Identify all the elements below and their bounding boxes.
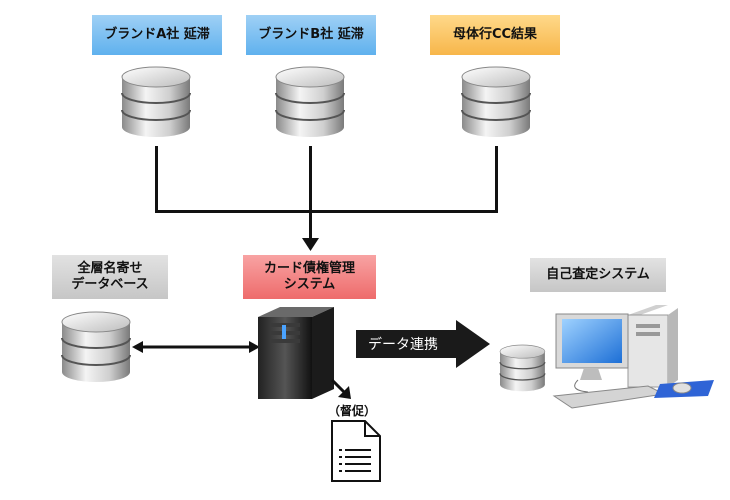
card-system-label-line1: カード債権管理 xyxy=(263,261,355,276)
database-icon-self-assess xyxy=(499,344,546,392)
name-db-label-line2: データベース xyxy=(71,277,149,292)
arrow-to-document-icon xyxy=(330,378,351,399)
connector-brand-a xyxy=(155,146,158,212)
database-icon-parent-cc xyxy=(461,66,531,138)
card-system-label: カード債権管理 システム xyxy=(243,255,376,299)
desktop-computer-icon xyxy=(552,305,714,409)
server-icon xyxy=(258,307,334,399)
brand-a-label: ブランドA社 延滞 xyxy=(92,15,222,55)
database-icon-brand-a xyxy=(121,66,191,138)
document-label: （督促） xyxy=(328,404,377,418)
name-db-label: 全層名寄せ データベース xyxy=(52,255,168,299)
connector-down xyxy=(309,210,312,240)
data-link-arrow xyxy=(356,320,490,368)
brand-b-label: ブランドB社 延滞 xyxy=(246,15,376,55)
database-icon-brand-b xyxy=(275,66,345,138)
name-db-label-line1: 全層名寄せ xyxy=(77,261,143,276)
double-arrow-icon xyxy=(132,341,260,353)
database-icon-name-db xyxy=(61,311,131,383)
parent-cc-label: 母体行CC結果 xyxy=(430,15,560,55)
connector-parent-cc xyxy=(495,146,498,212)
connector-horizontal xyxy=(155,210,498,213)
self-assess-label: 自己査定システム xyxy=(530,258,666,292)
document-icon xyxy=(331,420,381,482)
data-link-label: データ連携 xyxy=(368,337,438,353)
connector-brand-b xyxy=(309,146,312,212)
card-system-label-line2: システム xyxy=(283,277,336,292)
arrow-down-icon xyxy=(302,238,319,251)
